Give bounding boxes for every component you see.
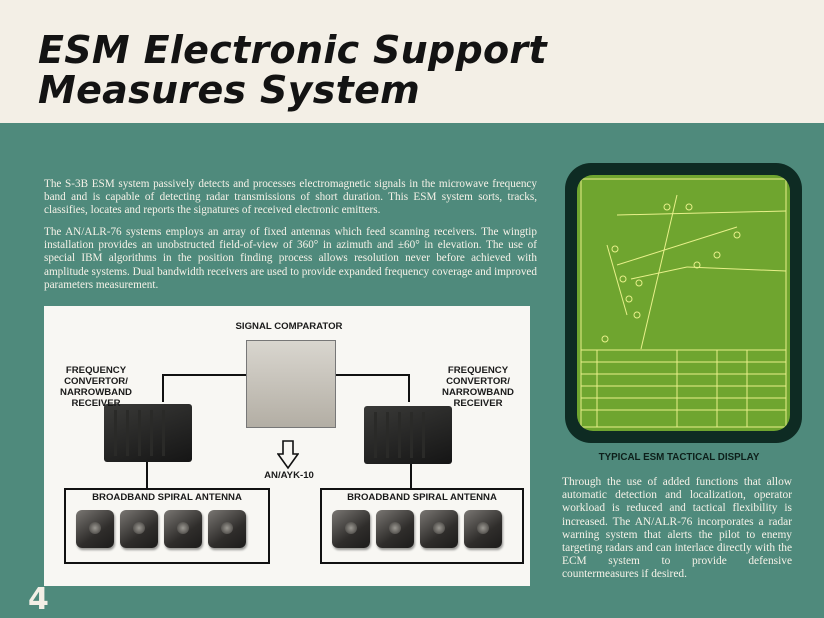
antenna-icon: [420, 510, 458, 548]
page-number: 4: [28, 582, 49, 617]
output-arrow-icon: [277, 440, 299, 470]
antenna-icon: [76, 510, 114, 548]
output-label: AN/AYK-10: [264, 470, 314, 481]
signal-comparator-label: SIGNAL COMPARATOR: [235, 321, 343, 332]
left-receiver-unit: [104, 404, 192, 462]
connector-line: [146, 462, 148, 488]
left-antenna-array: [64, 488, 270, 564]
intro-paragraph: The S-3B ESM system passively detects an…: [44, 178, 537, 217]
tactical-display-graphic: [580, 178, 787, 428]
right-antenna-label: BROADBAND SPIRAL ANTENNA: [347, 492, 497, 503]
page-header: ESM Electronic Support Measures System: [0, 0, 824, 123]
connector-line: [162, 374, 164, 402]
right-antenna-array: [320, 488, 524, 564]
left-receiver-label: FREQUENCY CONVERTOR/ NARROWBAND RECEIVER: [60, 365, 132, 409]
signal-comparator-unit: [246, 340, 336, 428]
functions-paragraph: Through the use of added functions that …: [562, 476, 792, 581]
antenna-icon: [464, 510, 502, 548]
title-line-2: Measures System: [38, 68, 421, 112]
connector-line: [408, 374, 410, 402]
antenna-icon: [332, 510, 370, 548]
connector-line: [162, 374, 248, 376]
connector-line: [410, 462, 412, 488]
display-caption: TYPICAL ESM TACTICAL DISPLAY: [598, 452, 760, 463]
antenna-paragraph: The AN/ALR-76 systems employs an array o…: [44, 226, 537, 291]
right-receiver-label: FREQUENCY CONVERTOR/ NARROWBAND RECEIVER: [442, 365, 514, 409]
antenna-icon: [376, 510, 414, 548]
tactical-display-bezel: [565, 163, 802, 443]
tactical-display-screen: [577, 175, 790, 431]
connector-line: [329, 374, 409, 376]
right-receiver-unit: [364, 406, 452, 464]
left-antenna-label: BROADBAND SPIRAL ANTENNA: [92, 492, 242, 503]
antenna-icon: [164, 510, 202, 548]
antenna-icon: [208, 510, 246, 548]
title-line-1: ESM Electronic Support: [38, 28, 547, 72]
system-diagram: SIGNAL COMPARATOR FREQUENCY CONVERTOR/ N…: [44, 306, 530, 586]
page-title: ESM Electronic Support Measures System: [38, 30, 547, 110]
antenna-icon: [120, 510, 158, 548]
